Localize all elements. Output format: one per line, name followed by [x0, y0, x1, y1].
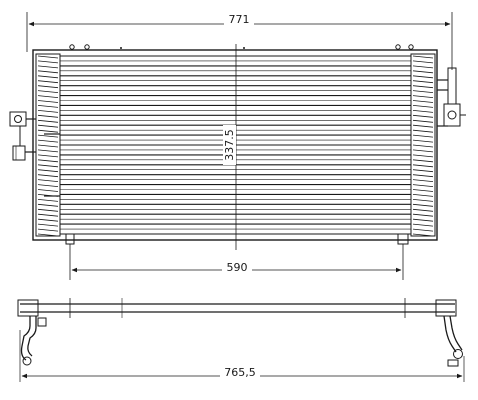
- tank-hatch: [37, 208, 59, 212]
- tank-hatch: [412, 208, 434, 212]
- tank-hatch: [412, 164, 434, 168]
- tank-hatch: [37, 134, 59, 138]
- tank-hatch: [37, 159, 59, 163]
- tank-hatch: [37, 218, 59, 222]
- tank-hatch: [37, 213, 59, 217]
- tank-hatch: [37, 70, 59, 74]
- tank-hatch: [37, 189, 59, 192]
- tank-hatch: [37, 105, 59, 108]
- tank-hatch: [412, 228, 434, 232]
- tank-hatch: [37, 184, 59, 187]
- tank-hatch: [37, 144, 59, 148]
- tank-hatch: [412, 119, 434, 123]
- tank-hatch: [412, 80, 434, 84]
- tank-hatch: [412, 199, 434, 202]
- tank-hatch: [37, 139, 59, 143]
- tank-hatch: [412, 139, 434, 143]
- tank-hatch: [412, 223, 434, 227]
- tank-hatch: [37, 110, 59, 113]
- tank-hatch: [412, 179, 434, 182]
- dimension-label-core-height: 337.5: [223, 129, 236, 161]
- tank-hatch: [37, 119, 59, 123]
- tank-hatch: [37, 223, 59, 227]
- top-mounting-points: [69, 44, 414, 50]
- tank-hatch: [412, 55, 434, 59]
- tank-hatch: [412, 169, 434, 173]
- tank-hatch: [412, 174, 434, 178]
- tank-hatch: [412, 154, 434, 158]
- tank-hatch: [412, 189, 434, 192]
- bottom-brackets: [65, 233, 409, 280]
- tank-hatch: [37, 55, 59, 59]
- dimension-label-overall-width: 771: [229, 13, 250, 26]
- dimension-bracket-spacing: 590: [71, 261, 402, 274]
- tank-hatch: [412, 233, 434, 237]
- tank-hatch: [37, 90, 59, 93]
- condenser-side-view: [17, 298, 463, 367]
- tank-hatch: [412, 203, 434, 207]
- tank-hatch: [37, 228, 59, 232]
- tank-hatch: [412, 213, 434, 217]
- tank-hatch: [37, 85, 59, 89]
- tank-hatch: [37, 199, 59, 202]
- tank-hatch: [412, 149, 434, 153]
- tank-hatch: [412, 144, 434, 148]
- tank-hatch: [37, 65, 59, 69]
- tank-hatch: [412, 129, 434, 133]
- tank-hatch: [37, 164, 59, 168]
- dimension-label-side-view-length: 765,5: [224, 366, 256, 379]
- tank-hatch: [412, 105, 434, 108]
- dimension-label-bracket-spacing: 590: [227, 261, 248, 274]
- dimension-core-height: 337.5: [223, 44, 237, 250]
- dimension-overall-width: 771: [26, 12, 453, 70]
- condenser-frame: [32, 49, 438, 241]
- tank-hatch: [37, 149, 59, 153]
- tank-hatch: [37, 203, 59, 207]
- tank-hatch: [37, 75, 59, 79]
- tank-hatch: [412, 114, 434, 118]
- tank-hatch: [412, 90, 434, 93]
- tank-hatch: [412, 100, 434, 103]
- tank-hatch: [37, 95, 59, 98]
- tank-hatch: [412, 124, 434, 128]
- tank-hatch: [37, 233, 59, 237]
- tank-hatch: [37, 154, 59, 158]
- tank-hatch: [37, 174, 59, 178]
- tank-hatch: [412, 194, 434, 197]
- tank-hatch: [37, 60, 59, 64]
- left-pipe-fitting: [9, 111, 36, 161]
- tank-hatch: [412, 134, 434, 138]
- tank-hatch: [412, 70, 434, 74]
- tank-hatch: [37, 124, 59, 128]
- tank-hatch: [37, 114, 59, 118]
- right-pipe-fitting: [437, 67, 466, 127]
- tank-hatch: [412, 159, 434, 163]
- tank-hatch: [37, 169, 59, 173]
- dimension-side-view-length: 765,5: [19, 330, 465, 382]
- tank-hatch: [412, 65, 434, 69]
- tank-hatch: [37, 129, 59, 133]
- tank-hatch: [412, 184, 434, 187]
- tank-hatch: [412, 60, 434, 64]
- tank-hatch: [412, 218, 434, 222]
- tank-hatch: [37, 100, 59, 103]
- tank-hatch: [37, 179, 59, 182]
- tank-hatch: [37, 80, 59, 84]
- tank-hatch: [412, 75, 434, 79]
- tank-hatch: [412, 95, 434, 98]
- tank-hatch: [412, 110, 434, 113]
- tank-hatch: [412, 85, 434, 89]
